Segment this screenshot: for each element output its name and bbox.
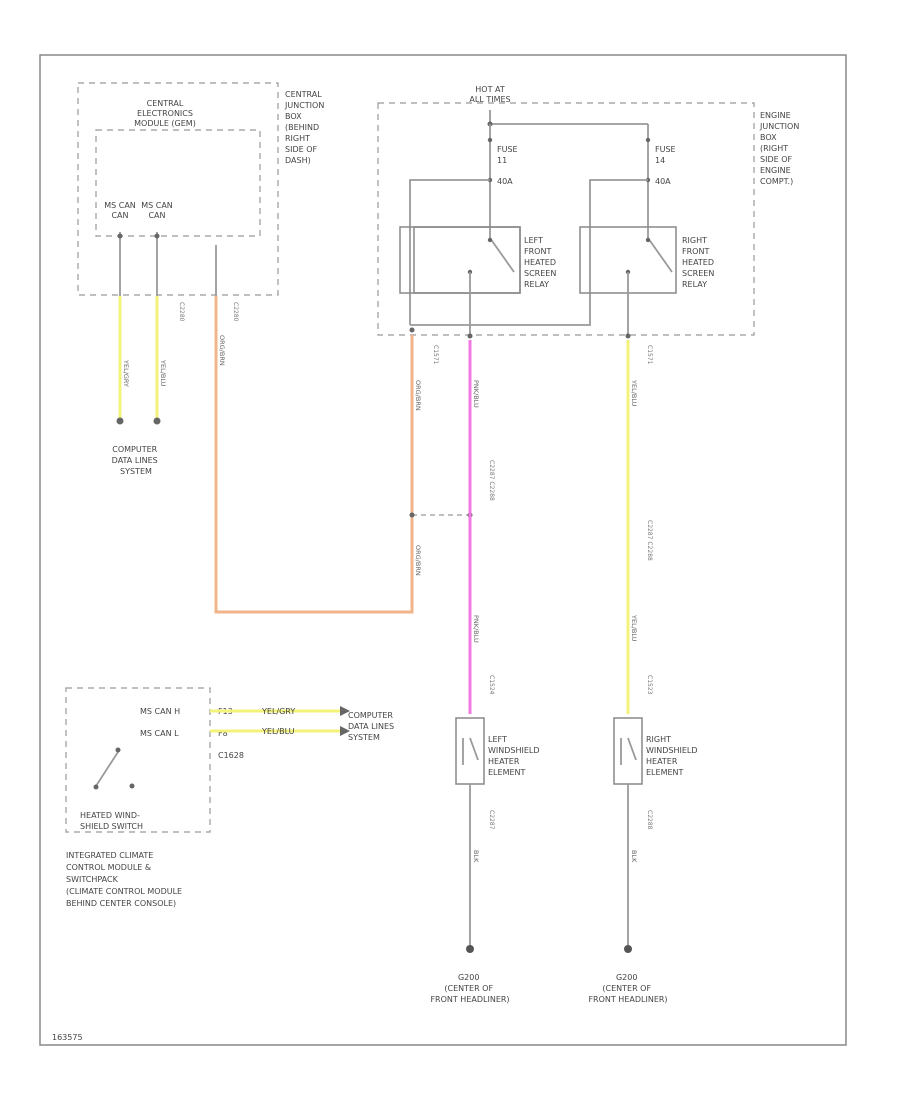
svg-text:C2287 C2288: C2287 C2288 (646, 520, 653, 561)
svg-text:C2280: C2280 (178, 302, 185, 322)
left-element-label: LEFT WINDSHIELD HEATER ELEMENT (488, 735, 542, 777)
diagram-frame (39, 54, 847, 1046)
wire2-color: YEL/BLU (159, 359, 167, 387)
right-relay-label: RIGHT FRONT HEATED SCREEN RELAY (682, 236, 717, 289)
left-heater-element: LEFT WINDSHIELD HEATER ELEMENT C2287 BLK (455, 717, 542, 953)
svg-text:YEL/GRY: YEL/GRY (261, 707, 295, 716)
data-lines-label-top: COMPUTER DATA LINES SYSTEM (112, 445, 161, 476)
right-element-label: RIGHT WINDSHIELD HEATER ELEMENT (646, 735, 700, 777)
gem-connector: C2280 (232, 302, 239, 322)
central-module-name-2: ELECTRONICS (137, 109, 193, 118)
left-relay-box (399, 226, 521, 294)
svg-text:C1524: C1524 (488, 675, 495, 695)
central-module-name-3: MODULE (GEM) (134, 119, 196, 128)
central-module-name-1: CENTRAL (147, 99, 184, 108)
svg-text:FUSE: FUSE (497, 145, 518, 154)
svg-text:C1628: C1628 (218, 751, 244, 760)
climate-module: MS CAN H MS CAN L F13 F8 YEL/GRY YEL/BLU… (65, 687, 350, 833)
pin1-label: MS CAN (104, 201, 136, 210)
wire3-color: ORG/BRN (218, 335, 226, 366)
climate-module-label: INTEGRATED CLIMATE CONTROL MODULE & SWIT… (66, 851, 185, 908)
svg-text:BLK: BLK (630, 850, 638, 863)
svg-text:C1571: C1571 (646, 345, 653, 365)
svg-text:C2287 C2288: C2287 C2288 (488, 460, 495, 501)
svg-text:MS CAN H: MS CAN H (140, 707, 180, 716)
svg-text:C1571: C1571 (432, 345, 439, 365)
svg-text:11: 11 (497, 156, 507, 165)
svg-text:C1523: C1523 (646, 675, 653, 695)
wire1-color: YEL/GRY (122, 359, 130, 387)
relay-output-wires: ORG/BRN ORG/BRN C1571 PNK/BLU PNK/BLU C2… (409, 335, 653, 714)
svg-text:C2287: C2287 (488, 810, 495, 830)
left-relay-label: LEFT FRONT HEATED SCREEN RELAY (524, 236, 559, 289)
svg-text:ORG/BRN: ORG/BRN (414, 380, 422, 411)
svg-text:14: 14 (655, 156, 665, 165)
engine-jb-location: ENGINE JUNCTION BOX (RIGHT SIDE OF ENGIN… (759, 111, 802, 186)
left-ground-label: G200 (CENTER OF FRONT HEADLINER) (430, 973, 509, 1004)
pin2-label: MS CAN (141, 201, 173, 210)
svg-text:YEL/BLU: YEL/BLU (630, 379, 638, 407)
svg-text:ALL TIMES: ALL TIMES (469, 95, 510, 104)
svg-text:HOT AT: HOT AT (475, 85, 505, 94)
svg-text:PNK/BLU: PNK/BLU (472, 380, 480, 408)
svg-text:MS CAN L: MS CAN L (140, 729, 179, 738)
svg-text:FUSE: FUSE (655, 145, 676, 154)
central-jb-location: CENTRAL JUNCTION BOX (BEHIND RIGHT SIDE … (284, 90, 327, 165)
svg-text:C2288: C2288 (646, 810, 653, 830)
right-ground-label: G200 (CENTER OF FRONT HEADLINER) (588, 973, 667, 1004)
data-lines-label-bottom: COMPUTER DATA LINES SYSTEM (348, 711, 397, 742)
svg-text:ORG/BRN: ORG/BRN (414, 545, 422, 576)
figure-id: 163575 (52, 1033, 83, 1042)
svg-text:F8: F8 (218, 729, 228, 738)
svg-text:HEATED WIND-: HEATED WIND- (80, 811, 140, 820)
svg-text:CAN: CAN (111, 211, 128, 220)
svg-text:SHIELD SWITCH: SHIELD SWITCH (80, 822, 143, 831)
central-module: CENTRAL ELECTRONICS MODULE (GEM) CENTRAL… (77, 82, 327, 296)
svg-text:CAN: CAN (148, 211, 165, 220)
engine-junction-box: HOT AT ALL TIMES ENGINE JUNCTION BOX (RI… (377, 85, 802, 339)
gem-wires: YEL/GRY YEL/BLU C2280 C2280 ORG/BRN (116, 232, 414, 614)
svg-text:BLK: BLK (472, 850, 480, 863)
svg-text:YEL/BLU: YEL/BLU (261, 727, 295, 736)
right-heater-element: RIGHT WINDSHIELD HEATER ELEMENT C2288 BL… (613, 717, 700, 953)
svg-text:40A: 40A (655, 177, 671, 186)
svg-text:PNK/BLU: PNK/BLU (472, 615, 480, 643)
svg-text:40A: 40A (497, 177, 513, 186)
svg-text:YEL/BLU: YEL/BLU (630, 614, 638, 642)
